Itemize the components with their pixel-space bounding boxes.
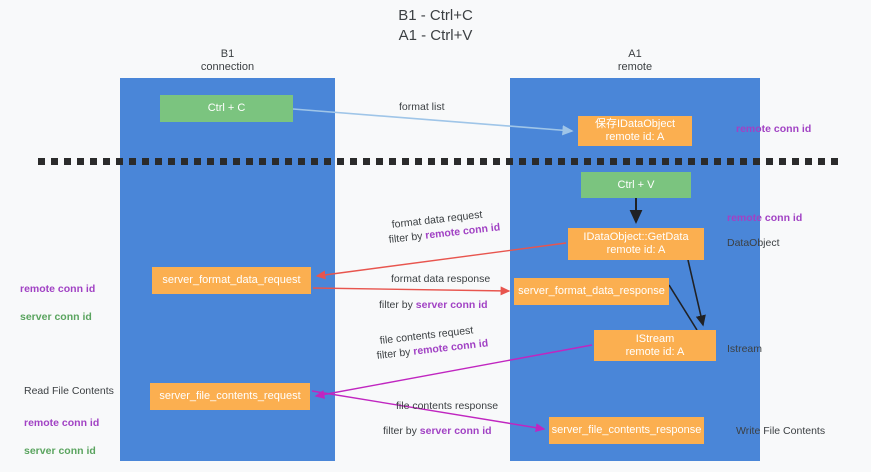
arrow-format-data-response xyxy=(312,286,511,296)
node-ctrl-v[interactable]: Ctrl + V xyxy=(581,172,691,198)
node-server-format-data-response[interactable]: server_format_data_response xyxy=(514,278,669,305)
filter-prefix: filter by xyxy=(376,345,415,362)
phase-divider xyxy=(38,158,838,165)
column-header-b1: B1 connection xyxy=(200,48,255,73)
filter-key-server-conn-id: server conn id xyxy=(419,425,492,437)
annotation-conn-id-group-top: remote conn id server conn id xyxy=(20,268,95,338)
annotation-remote-conn-id: remote conn id xyxy=(24,417,100,429)
node-server-file-contents-request[interactable]: server_file_contents_request xyxy=(150,383,310,410)
column-header-a1: A1 remote xyxy=(617,48,653,73)
annotation-conn-id-group-bottom: remote conn id server conn id xyxy=(24,402,99,472)
annotation-remote-conn-id-mid: remote conn id xyxy=(727,212,803,224)
edge-label-format-list: format list xyxy=(399,101,445,113)
node-server-file-contents-response[interactable]: server_file_contents_response xyxy=(549,417,704,444)
edge-label-format-data-response: format data response xyxy=(391,273,491,285)
annotation-server-conn-id: server conn id xyxy=(20,311,92,323)
edge-label-format-data-response-filter: filter by server conn id xyxy=(379,298,488,312)
filter-key-server-conn-id: server conn id xyxy=(415,299,488,311)
filter-prefix: filter by xyxy=(388,229,427,246)
annotation-dataobject: DataObject xyxy=(727,237,780,249)
annotation-read-file-contents: Read File Contents xyxy=(24,385,114,397)
node-server-format-data-request[interactable]: server_format_data_request xyxy=(152,267,311,294)
node-save-idataobject[interactable]: 保存IDataObject remote id: A xyxy=(578,116,692,146)
annotation-server-conn-id: server conn id xyxy=(24,445,96,457)
filter-prefix: filter by xyxy=(379,299,416,311)
node-ctrl-c[interactable]: Ctrl + C xyxy=(160,95,293,122)
annotation-istream: Istream xyxy=(727,343,763,355)
node-idataobject-getdata[interactable]: IDataObject::GetData remote id: A xyxy=(568,228,704,260)
edge-label-file-contents-response: file contents response xyxy=(396,400,499,412)
node-istream[interactable]: IStream remote id: A xyxy=(594,330,716,361)
filter-prefix: filter by xyxy=(383,425,420,437)
annotation-write-file-contents: Write File Contents xyxy=(736,425,826,437)
annotation-remote-conn-id: remote conn id xyxy=(20,283,96,295)
annotation-remote-conn-id-top: remote conn id xyxy=(736,123,812,135)
page-title: B1 - Ctrl+C A1 - Ctrl+V xyxy=(398,7,473,44)
edge-label-file-contents-response-filter: filter by server conn id xyxy=(383,424,492,438)
